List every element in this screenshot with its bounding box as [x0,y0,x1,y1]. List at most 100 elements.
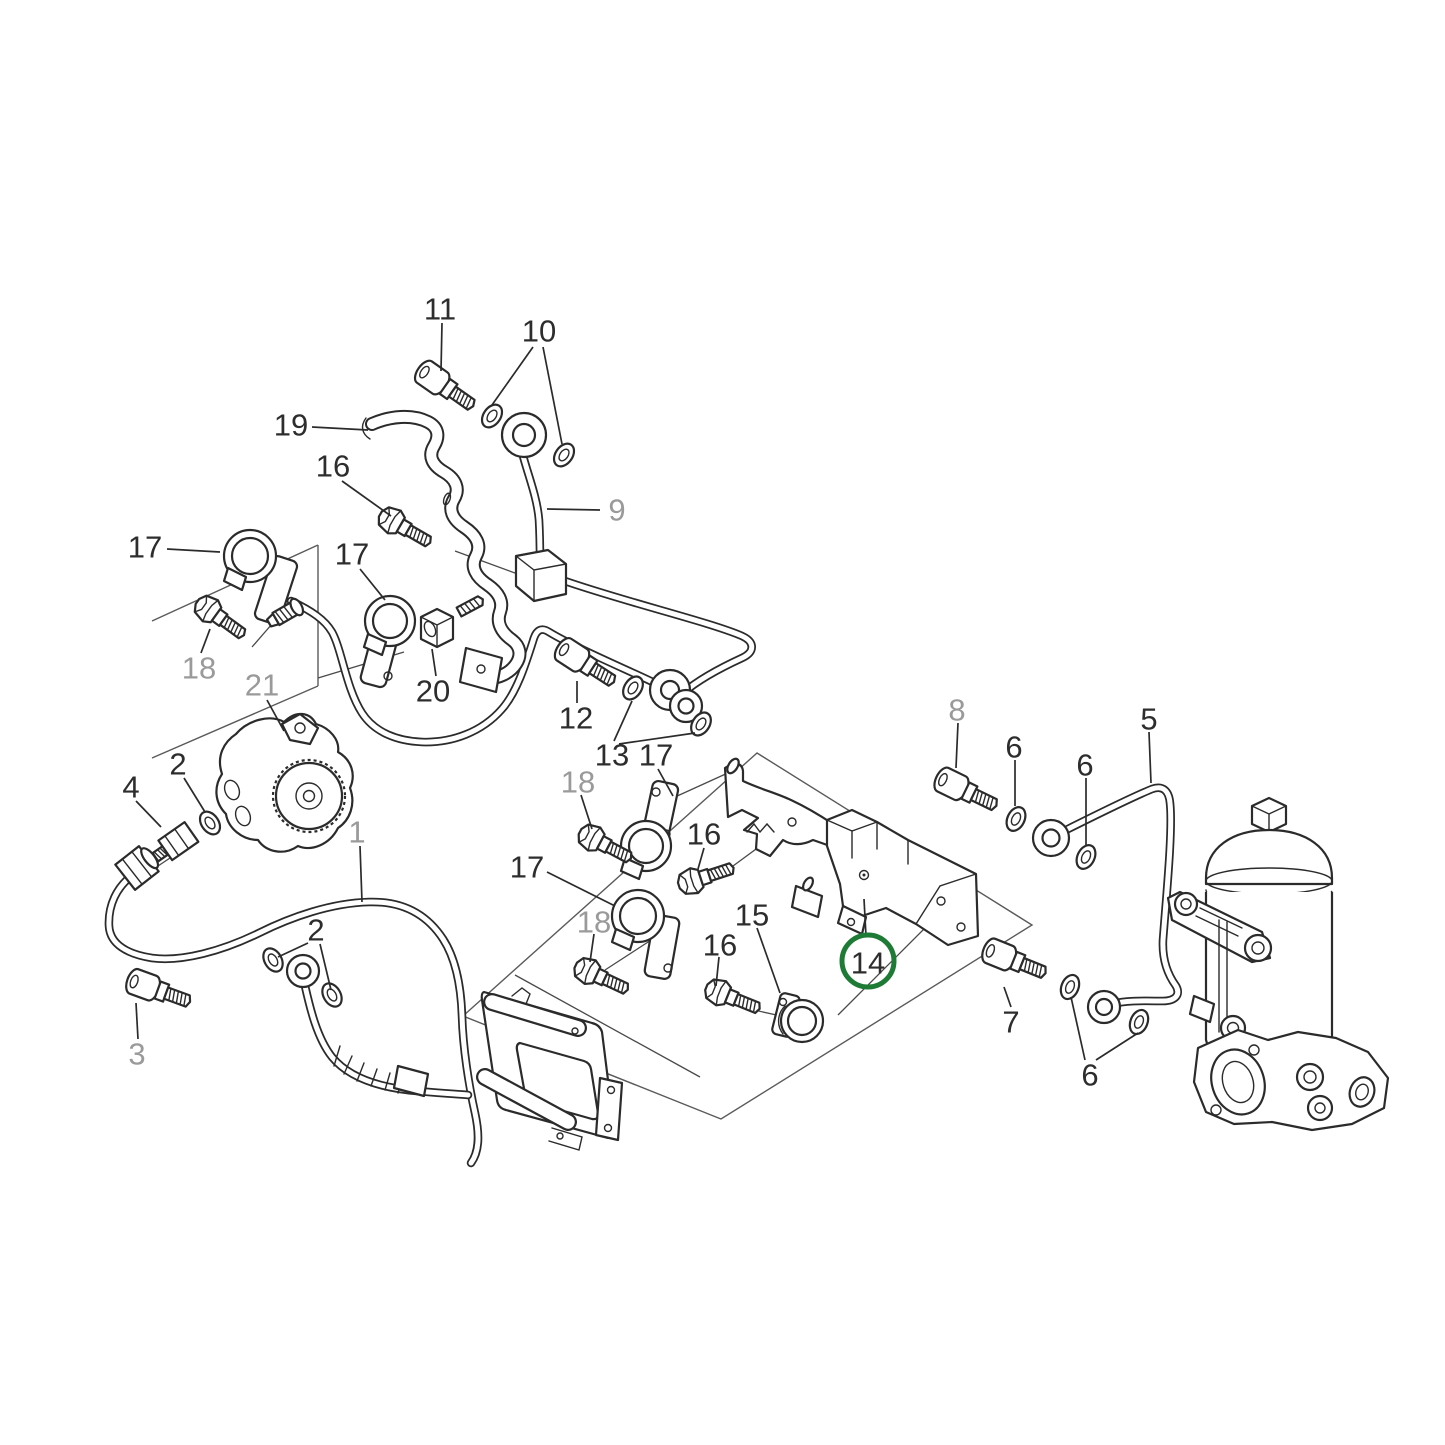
part-label-6-21: 6 [1076,748,1093,783]
leader-line-15 [756,927,781,994]
part-label-16-25: 16 [703,928,737,963]
part-label-18-23: 18 [577,905,611,940]
pipe-9-lower-eye [648,668,704,724]
part-label-17-18: 17 [510,850,544,885]
stud-fitting [265,597,305,628]
part-label-21-8: 21 [245,668,279,703]
leader-line-17 [166,548,221,553]
part-label-13-11: 13 [595,738,629,773]
part-label-14-28: 14 [851,946,885,981]
part-label-6-20: 6 [1005,730,1022,765]
leader-line-17 [359,568,386,601]
leader-line-16 [697,847,705,870]
leader-line-10 [542,346,563,445]
pipe-9 [516,443,756,698]
part-label-18-7: 18 [182,651,216,686]
clamp-15 [771,992,825,1044]
bolt-18c [569,952,635,1003]
leader-line-14 [863,898,867,937]
leader-line-18 [200,628,211,654]
leader-line-17 [657,768,674,797]
leader-line-10 [491,346,534,406]
leader-line-11 [440,322,443,372]
pipe-5-upper-eye [1031,818,1071,858]
bolt-11 [410,356,482,418]
part-label-7-29: 7 [1002,1005,1019,1040]
part-label-20-9: 20 [416,674,450,709]
cover-plate [476,987,624,1151]
washer-10a [476,399,508,433]
bolt-18a [188,589,253,647]
hose-end-nut [114,845,160,891]
bolt-3 [122,965,196,1016]
part-label-18-13: 18 [561,765,595,800]
leader-line-21 [266,699,285,732]
leader-line-5 [1148,731,1152,784]
pipe-5-lower-eye [1086,989,1122,1025]
leader-line-16 [341,480,392,517]
part-label-16-17: 16 [687,817,721,852]
oil-filter-assembly [1166,796,1390,1132]
part-label-8-19: 8 [948,693,965,728]
washer-6a [1001,802,1031,836]
leader-line-18 [580,794,593,830]
leader-line-6 [1095,1032,1139,1061]
nut-20 [419,595,484,649]
part-label-11-0: 11 [424,292,456,327]
part-label-15-24: 15 [735,898,769,933]
leader-line-1 [359,845,363,903]
washer-2a [194,806,226,840]
leader-line-13 [618,732,696,745]
bolt-16b [673,854,739,900]
part-label-1-16: 1 [348,815,365,850]
part-label-5-22: 5 [1140,702,1157,737]
leader-line-8 [955,722,959,769]
washer-6d [1125,1006,1153,1038]
part-label-17-5: 17 [335,537,369,572]
clamp-17b [359,594,417,689]
leader-line-2 [277,942,309,958]
pump-21 [215,712,354,853]
washer-2c [317,978,347,1012]
clamp-17c [619,779,680,881]
leader-line-16 [715,956,720,987]
part-label-2-26: 2 [307,913,324,948]
part-label-12-10: 12 [559,701,593,736]
leader-line-6 [1070,996,1086,1061]
part-label-2-14: 2 [169,747,186,782]
part-label-3-27: 3 [128,1037,145,1072]
leader-line-4 [135,800,162,828]
part-label-9-6: 9 [608,493,625,528]
bolt-7 [977,935,1052,987]
part-label-16-3: 16 [316,449,350,484]
leader-line-7 [1003,986,1012,1008]
bolt-8 [929,763,1004,819]
leader-line-3 [135,1002,139,1040]
leader-line-17 [546,871,616,907]
bolt-16c [700,974,766,1022]
washer-6b [1071,840,1101,874]
hose-1 [104,869,483,1168]
mid-pipe-bracket [723,757,835,858]
clamp-17d [610,888,681,980]
leader-line-20 [431,648,437,677]
leader-line-19 [311,426,369,431]
clamp-17a [222,528,299,625]
highlight-circle-part-14 [839,932,897,990]
washer-10b [548,438,580,472]
leader-line-13 [613,700,633,742]
part-label-6-30: 6 [1081,1058,1098,1093]
leader-line-18 [589,933,595,963]
pipe-12-u-section [286,596,672,747]
leader-lines [135,322,1152,1061]
part-label-17-12: 17 [639,738,673,773]
fitting-4 [151,821,200,863]
pipe-clamp-block [514,548,568,603]
washer-6c [1056,971,1084,1003]
pipe-5 [1061,783,1182,1009]
part-label-19-2: 19 [274,408,308,443]
part-label-4-15: 4 [122,770,139,805]
